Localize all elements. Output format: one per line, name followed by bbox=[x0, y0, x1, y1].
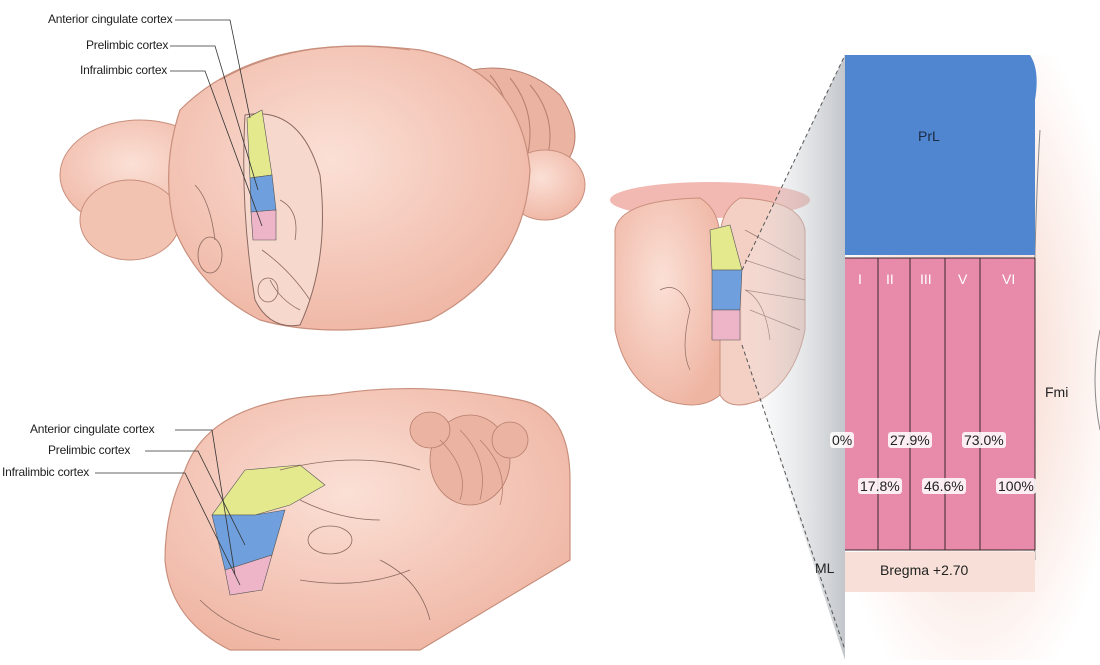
top-label-infralimbic: Infralimbic cortex bbox=[80, 63, 167, 77]
depth-100: 100% bbox=[996, 478, 1036, 494]
coronal-prl-region bbox=[712, 270, 742, 310]
fmi-label: Fmi bbox=[1045, 384, 1068, 400]
bregma-label: Bregma +2.70 bbox=[880, 562, 968, 578]
bottom-label-prelimbic: Prelimbic cortex bbox=[48, 443, 130, 457]
top-il-region bbox=[251, 210, 276, 240]
top-label-anterior-cingulate: Anterior cingulate cortex bbox=[48, 12, 172, 26]
layer-iii-label: III bbox=[920, 271, 932, 287]
bottom-label-infralimbic: Infralimbic cortex bbox=[2, 465, 89, 479]
top-prl-region bbox=[250, 175, 276, 212]
depth-0: 0% bbox=[830, 432, 854, 448]
prl-block bbox=[845, 55, 1037, 255]
depth-46-6: 46.6% bbox=[922, 478, 966, 494]
prl-label: PrL bbox=[918, 128, 940, 144]
bottom-label-anterior-cingulate: Anterior cingulate cortex bbox=[30, 422, 154, 436]
coronal-il-region bbox=[712, 310, 740, 340]
ml-label: ML bbox=[815, 560, 834, 576]
bottom-brain bbox=[95, 389, 570, 650]
depth-27-9: 27.9% bbox=[888, 432, 932, 448]
layer-ii-label: II bbox=[886, 271, 894, 287]
layer-vi-label: VI bbox=[1002, 271, 1015, 287]
top-label-prelimbic: Prelimbic cortex bbox=[86, 38, 168, 52]
layer-v-label: V bbox=[958, 271, 967, 287]
layer-band bbox=[845, 258, 1035, 550]
depth-17-8: 17.8% bbox=[858, 478, 902, 494]
layer-i-label: I bbox=[858, 271, 862, 287]
depth-73-0: 73.0% bbox=[962, 432, 1006, 448]
